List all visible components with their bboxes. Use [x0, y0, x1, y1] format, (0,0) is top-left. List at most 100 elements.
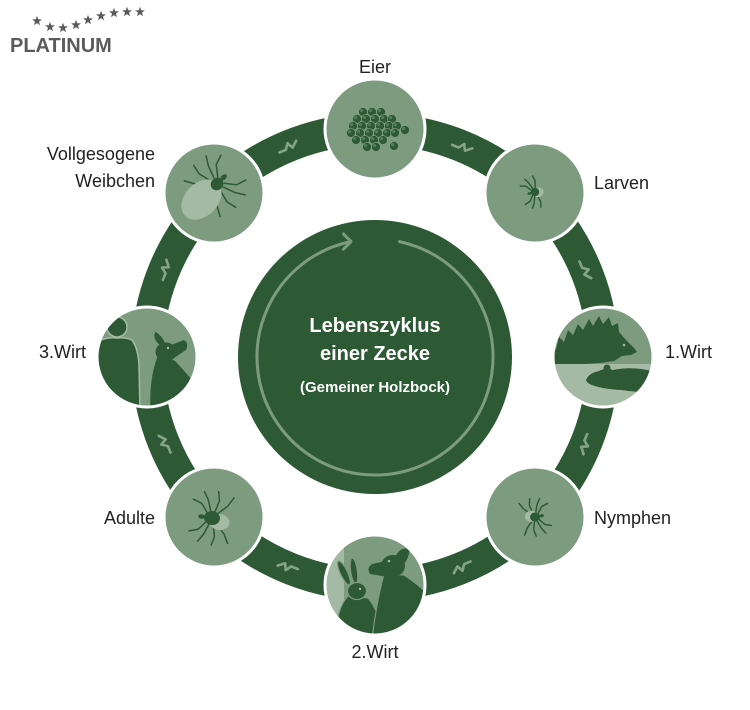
stage-adults: Adulte [104, 465, 266, 569]
tick-leg [210, 523, 216, 546]
center-subtitle: (Gemeiner Holzbock) [300, 379, 450, 396]
stage-label-host-2: 2.Wirt [352, 642, 399, 662]
tick-leg [203, 490, 212, 513]
tick [518, 497, 553, 537]
stage-node-outline [323, 533, 427, 637]
mouse-ear [603, 364, 611, 372]
stage-nymphs: Nymphen [483, 465, 671, 569]
stage-node-outline [162, 141, 266, 245]
ring-arrows [157, 139, 593, 575]
stage-node [325, 79, 425, 179]
tick-leg [222, 186, 246, 196]
adult-tick-icon [188, 490, 235, 546]
tick-leg [214, 490, 221, 514]
dog-eye [387, 559, 391, 563]
dog-eye [166, 346, 170, 350]
egg-highlight [368, 123, 372, 127]
egg-highlight [380, 137, 384, 141]
engorged-tick-icon [181, 154, 247, 220]
egg-highlight [357, 130, 361, 134]
stage-eggs: Eier [323, 57, 427, 181]
egg [400, 125, 410, 135]
stage-label-host-1: 1.Wirt [665, 342, 712, 362]
tick-leg [196, 522, 210, 542]
stage-label-nymphs: Nymphen [594, 508, 671, 528]
stage-host-1: 1.Wirt [551, 305, 712, 409]
center-cycle-arrow [255, 240, 495, 477]
hedgehog [554, 316, 637, 364]
tick-body [530, 512, 540, 522]
egg-highlight [348, 130, 352, 134]
egg-highlight [377, 123, 381, 127]
tick-eggs-icon [346, 107, 410, 152]
stage-host-2: 2.Wirt [323, 533, 427, 662]
tick-leg [524, 178, 534, 190]
egg-highlight [362, 137, 366, 141]
egg-highlight [373, 144, 377, 148]
dog-snout [171, 340, 188, 358]
star-icon [58, 22, 68, 33]
egg-highlight [354, 116, 358, 120]
tick-larva-icon [519, 175, 544, 209]
stage-node-outline [162, 465, 266, 569]
ring-arrow-icon [160, 258, 171, 282]
center-title-line1: Lebenszyklus [309, 315, 440, 337]
egg-highlight [366, 130, 370, 134]
egg-highlight [350, 123, 354, 127]
star-icon [71, 19, 81, 30]
tick-leg [531, 175, 536, 189]
tick-mouthparts [198, 514, 206, 519]
stage-label-adults: Adulte [104, 508, 155, 528]
tick-body [210, 177, 224, 191]
star-icon [83, 14, 93, 25]
tick-leg [524, 194, 534, 206]
logo-stars [32, 6, 145, 33]
stage-node-outline [551, 305, 655, 409]
egg-highlight [360, 109, 364, 113]
dog-head [155, 342, 177, 362]
tick [181, 154, 247, 220]
tick-leg [215, 154, 222, 178]
tick [519, 175, 544, 209]
egg-highlight [402, 127, 406, 131]
tick-leg [533, 520, 537, 537]
egg-highlight [392, 130, 396, 134]
stage-label-engorged-line2: Weibchen [75, 171, 155, 191]
tick-leg [223, 179, 247, 186]
stage-node-outline [483, 465, 587, 569]
dog-ear [153, 330, 167, 347]
egg-highlight [369, 109, 373, 113]
tick-leg [192, 498, 209, 515]
egg-highlight [371, 137, 375, 141]
tick-mouthparts [539, 514, 544, 518]
logo-text: PLATINUM [10, 35, 112, 57]
ring-arrow-icon [450, 142, 474, 153]
stage-label-eggs: Eier [359, 57, 391, 77]
ring-arrow-icon [578, 260, 593, 280]
tick-leg [534, 497, 541, 514]
tick-leg [219, 189, 237, 209]
hedgehog-eye [622, 343, 626, 347]
star-icon [45, 21, 55, 32]
egg-highlight [381, 116, 385, 120]
stage-node-outline [95, 305, 199, 409]
tick-body [204, 510, 220, 526]
egg-highlight [391, 143, 395, 147]
human-dog-icon [98, 316, 196, 406]
stage-engorged-females: Vollgesogene Weibchen [47, 141, 266, 245]
tick-leg [536, 520, 547, 534]
center-panel: Lebenszyklus einer Zecke (Gemeiner Holzb… [238, 220, 512, 494]
tick-leg [519, 185, 533, 192]
egg [378, 135, 388, 145]
tick-body [530, 187, 540, 197]
egg [371, 142, 381, 152]
stage-label-larvae: Larven [594, 173, 649, 193]
tick-leg [216, 497, 235, 515]
tick-leg [523, 520, 533, 536]
tick-leg [188, 520, 208, 532]
star-icon [32, 15, 42, 26]
stage-larvae: Larven [483, 141, 649, 245]
tick-mouthparts [220, 174, 227, 181]
tick-leg [528, 498, 534, 514]
